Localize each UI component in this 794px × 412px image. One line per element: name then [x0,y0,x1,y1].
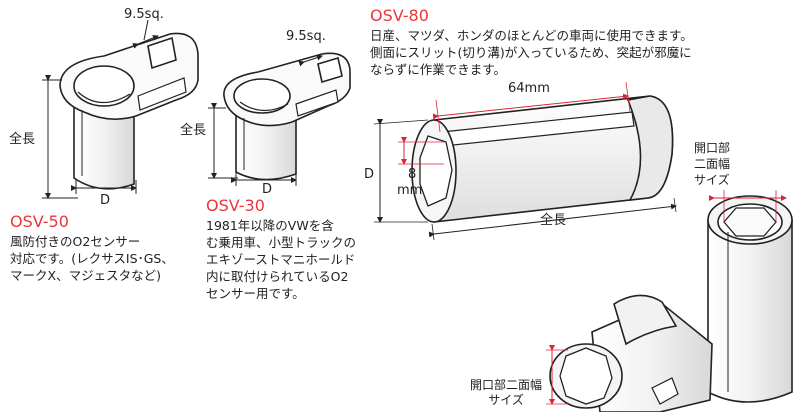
osv50-socket-drawing [59,32,199,190]
osv50-description: 風防付きのO2センサー 対応です。(レクサスIS･GS、 マークX、マジェスタな… [10,234,174,283]
osv30-model-title: OSV-30 [206,196,265,215]
osv80-dimensions [373,81,677,241]
osv50-length-label: 全長 [9,132,36,147]
tall-socket-dimension [709,190,787,222]
osv50-d-label: D [100,193,111,208]
angled-socket-dimension [546,345,568,405]
osv50-dimensions [42,19,159,199]
osv50-square-drive-label: 9.5sq. [124,7,164,22]
osv30-description: 1981年以降のVWを含 む乗用車、小型トラックの エキゾーストマニホールド 内… [206,218,357,301]
osv80-mm-label: mm [397,183,423,198]
osv30-dimensions [208,54,323,186]
osv80-description: 日産、マツダ、ホンダのほとんどの車両に使用できます。 側面にスリット(切り溝)が… [370,28,693,77]
angled-socket-opening-size-label: 開口部二面幅 サイズ [470,378,543,407]
osv80-length-label: 全長 [540,213,567,228]
tall-socket-opening-size-label: 開口部 二面幅 サイズ [694,141,731,187]
osv80-d-label: D [364,167,375,182]
osv30-socket-drawing [223,52,351,181]
osv80-model-title: OSV-80 [370,6,429,25]
osv80-64mm-label: 64mm [508,81,550,96]
osv30-square-drive-label: 9.5sq. [286,29,326,44]
osv80-socket-drawing [411,95,674,223]
tall-socket-drawing [707,195,793,403]
osv30-d-label: D [262,182,273,197]
osv80-8-label: 8 [408,167,417,182]
osv30-length-label: 全長 [180,123,207,138]
angled-socket-drawing [549,294,713,412]
osv50-model-title: OSV-50 [10,212,69,231]
